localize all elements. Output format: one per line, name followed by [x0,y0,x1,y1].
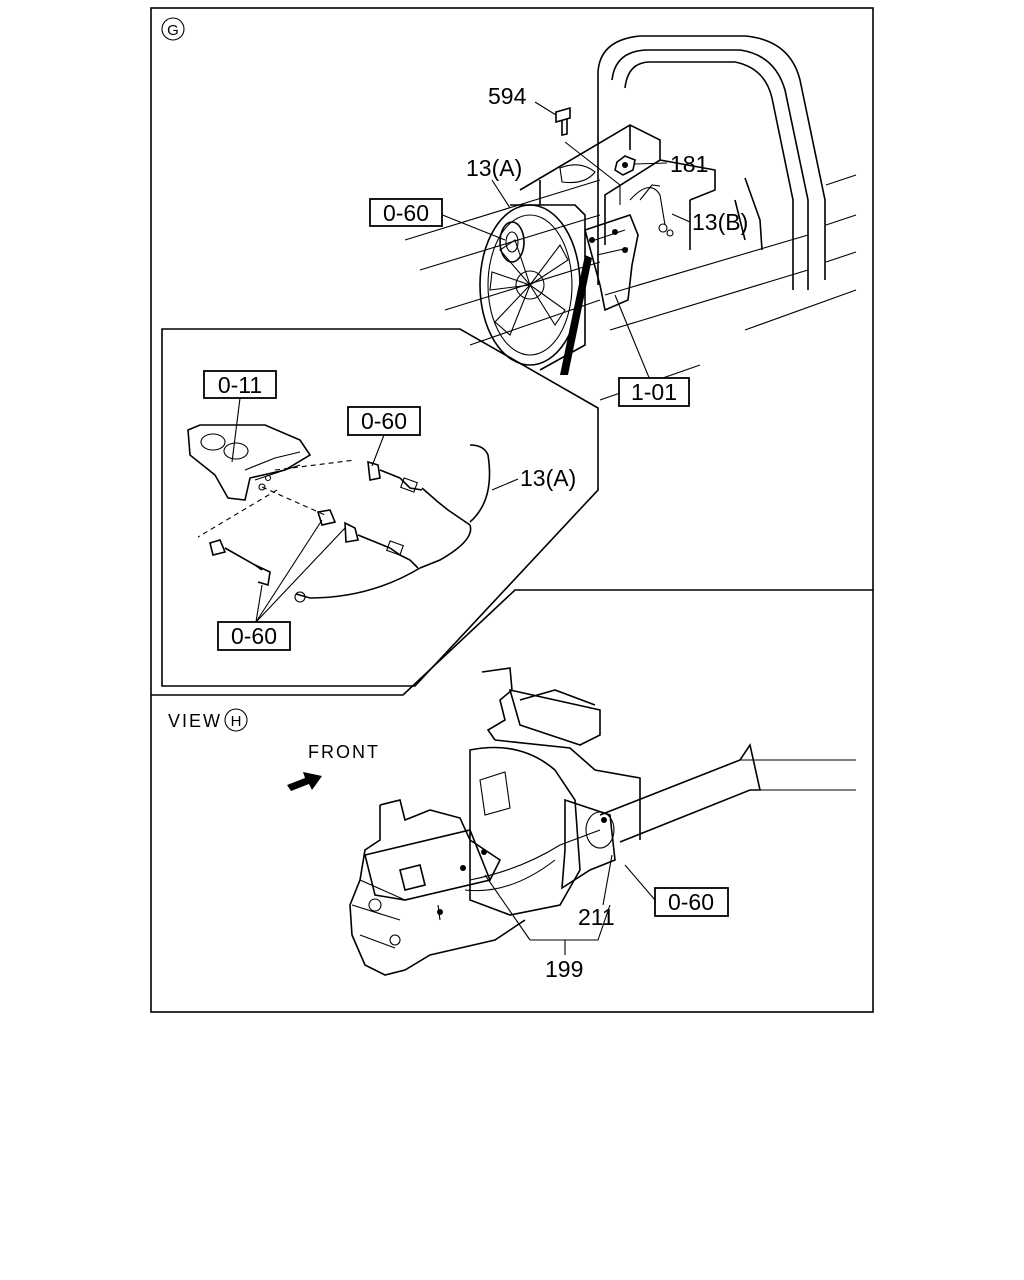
view-g-letter: G [167,22,179,39]
inset-illustration [187,424,491,603]
callout-181: 181 [670,151,708,177]
transmission-illustration [349,667,856,976]
ref-box-060-inset-bottom: 0-60 [217,621,291,651]
callout-13a-inset: 13(A) [520,465,576,491]
ref-box-060-bottom: 0-60 [654,887,729,917]
ref-box-060-inset-top: 0-60 [347,406,421,436]
callout-594: 594 [488,83,527,109]
ref-box-011: 0-11 [203,370,277,399]
front-label: FRONT [308,742,380,762]
ref-101-label: 1-01 [631,379,677,405]
view-h-marker: VIEW H [168,708,248,732]
callout-13b: 13(B) [692,209,748,235]
inset-frame [161,328,599,687]
view-g-marker: G [161,17,185,41]
bottom-leaders [484,854,656,955]
engine-assembly-illustration [404,35,857,401]
ref-box-060-top: 0-60 [369,198,443,227]
view-h-letter: H [231,713,242,730]
ref-060-inset-top-label: 0-60 [361,408,407,434]
view-divider [151,589,873,696]
ref-060-inset-bottom-label: 0-60 [231,623,277,649]
top-leaders [439,101,691,381]
ref-060-bottom-label: 0-60 [668,889,714,915]
front-arrow-icon [287,772,322,791]
callout-211: 211 [578,904,615,930]
ref-011-label: 0-11 [218,372,262,398]
callout-199: 199 [545,956,583,982]
diagram-frame [150,7,874,1013]
callout-13a-top: 13(A) [466,155,522,181]
ref-060-top-label: 0-60 [383,200,429,226]
view-label: VIEW [168,711,222,731]
inset-leaders [231,397,519,623]
ref-box-101: 1-01 [618,377,690,407]
